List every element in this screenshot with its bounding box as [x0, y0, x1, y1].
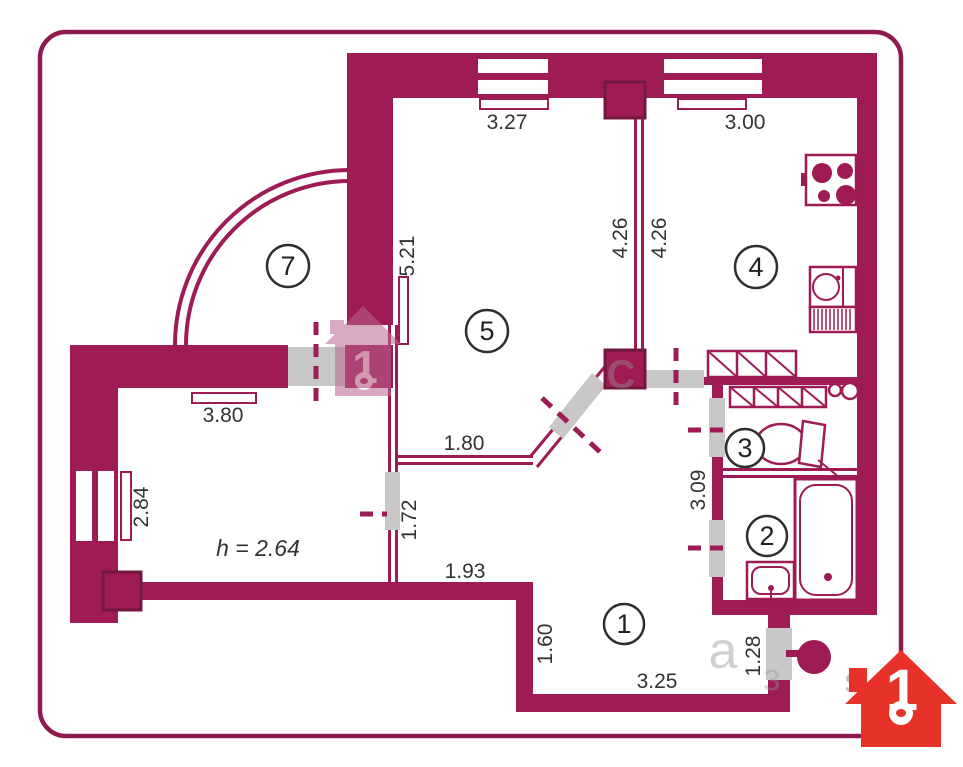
dim-living-window: 3.27 — [487, 111, 528, 134]
dimension-labels: 3.27 3.00 5.21 4.26 4.26 3.80 2.84 1.72 … — [130, 111, 765, 693]
wall-bath-bottom — [712, 600, 877, 615]
entry-knob — [786, 640, 831, 674]
room-badge-1 — [602, 602, 646, 646]
room-number-2: 2 — [759, 521, 774, 551]
bathtub — [793, 477, 859, 602]
wall-bedroom-bottom — [118, 582, 533, 600]
window-bedroom — [76, 471, 92, 541]
wall-kitchen-wc-divider — [700, 377, 858, 385]
dim-hall-bottom: 3.25 — [637, 670, 678, 693]
wardrobe-row-2 — [728, 385, 828, 409]
wall-bath-left — [712, 577, 723, 605]
room-number-7: 7 — [280, 251, 295, 281]
dim-hall-opening: 1.80 — [444, 432, 485, 455]
towel-radiator — [827, 381, 860, 401]
wall-wc-left-b — [712, 457, 723, 520]
windows — [76, 59, 762, 541]
wall-living-bottom — [398, 455, 533, 458]
watermark-fragment: С — [607, 353, 636, 397]
wall-hall-vertical — [516, 582, 533, 712]
dim-living-side: 4.26 — [609, 218, 632, 259]
watermark-fragment: а — [709, 622, 738, 680]
window-living — [478, 59, 548, 73]
wall-entry-top — [768, 615, 790, 628]
door-bedroom-right — [385, 472, 400, 530]
pillar-bottom-left — [101, 570, 143, 612]
kitchen-sink — [808, 265, 858, 334]
dim-kitchen-side: 4.26 — [648, 218, 671, 259]
pillar-middle — [603, 348, 647, 390]
wall-bedroom-right — [395, 530, 398, 582]
dim-hall-inner: 1.60 — [534, 624, 557, 665]
wall-bedroom-right — [395, 325, 398, 472]
wall-living-left — [347, 53, 393, 325]
dim-kitchen-window: 3.00 — [725, 111, 766, 134]
window-bedroom — [98, 471, 114, 541]
watermark-fragment: з — [763, 657, 780, 699]
wall-right — [857, 53, 877, 615]
room-number-3: 3 — [737, 433, 752, 463]
wall-wc-bath-divider — [723, 475, 858, 478]
wall-entry-bottom — [768, 680, 790, 712]
wall-bedroom-right — [388, 325, 391, 472]
height-note: h = 2.64 — [216, 535, 300, 561]
door-diagonal — [549, 373, 606, 439]
window-kitchen — [664, 80, 762, 94]
dim-living-left: 5.21 — [396, 236, 419, 277]
brand-logo: 1 — [845, 650, 957, 747]
room-number-5: 5 — [479, 316, 494, 346]
dim-hall-top: 1.93 — [445, 560, 486, 583]
bathroom-sink — [745, 560, 796, 601]
room-badge-7 — [265, 243, 311, 289]
wall-living-bottom — [398, 462, 533, 465]
room-badge-3 — [724, 427, 766, 469]
dimension-bars — [120, 98, 747, 541]
room-number-4: 4 — [748, 252, 763, 282]
room-badge-2 — [745, 514, 789, 558]
toilet — [754, 419, 846, 483]
door-centerlines — [313, 322, 727, 551]
dim-bedroom-top: 3.80 — [203, 404, 244, 427]
window-kitchen — [664, 59, 762, 73]
wall-wc-bath-divider — [723, 468, 858, 471]
dim-entry-door: 1.28 — [742, 636, 765, 677]
stove — [801, 153, 858, 207]
room-badges: 7 5 4 3 2 1 — [265, 243, 789, 646]
sink-hatch — [813, 309, 851, 330]
wall-living-kitchen — [634, 118, 637, 350]
page-border — [37, 29, 904, 739]
dim-bedroom-window: 2.84 — [130, 486, 153, 527]
dim-wc-wall: 3.09 — [687, 470, 710, 511]
room-badge-5 — [464, 308, 510, 354]
room-number-1: 1 — [616, 609, 631, 639]
door-arc — [173, 168, 351, 346]
walls — [70, 53, 877, 712]
pillar-top — [603, 80, 647, 120]
wardrobe-row-1 — [706, 349, 798, 379]
wall-wc-left-a — [712, 385, 723, 398]
wall-hall-bottom — [516, 694, 790, 712]
wall-living-kitchen — [641, 118, 644, 350]
door-openings — [288, 347, 792, 680]
window-living — [478, 80, 548, 94]
room-badge-4 — [733, 244, 779, 290]
wall-bedroom-right — [388, 530, 391, 582]
watermark-logo: 1 — [325, 306, 401, 396]
dim-bedroom-door: 1.72 — [398, 500, 421, 541]
